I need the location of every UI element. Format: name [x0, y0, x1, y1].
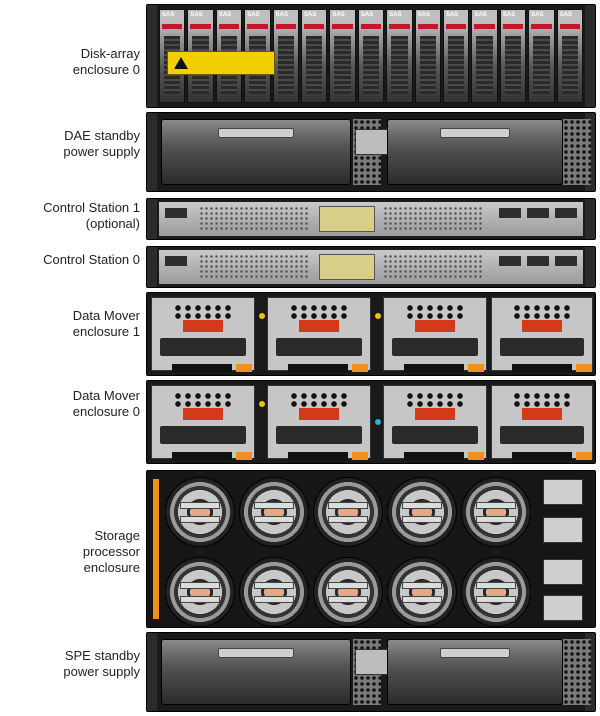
- fan-icon: [239, 557, 309, 627]
- storage-processor-enclosure: [146, 470, 596, 628]
- disk-slot: SAS: [357, 9, 385, 103]
- control-station-0: [146, 246, 596, 288]
- disk-label: SAS: [247, 12, 260, 18]
- label-dm1: Data Mover enclosure 1: [72, 308, 140, 339]
- power-supply-icon: [387, 119, 563, 185]
- fan-icon: [461, 557, 531, 627]
- disk-slot: SAS: [329, 9, 356, 103]
- fan-icon: [165, 557, 235, 627]
- power-supply-icon: [161, 639, 351, 705]
- disk-label: SAS: [417, 12, 430, 18]
- dae-standby-power-supply: [146, 112, 596, 192]
- disk-label: SAS: [162, 12, 175, 18]
- label-spe: Storage processor enclosure: [82, 528, 140, 575]
- disk-label: SAS: [332, 12, 345, 18]
- label-disk-array: Disk-array enclosure 0: [72, 46, 140, 77]
- fan-icon: [313, 557, 383, 627]
- disk-label: SAS: [531, 12, 544, 18]
- disk-label: SAS: [446, 12, 459, 18]
- disk-slot: SAS: [471, 9, 498, 103]
- disk-label: SAS: [218, 12, 232, 18]
- warning-icon: [167, 51, 275, 75]
- disk-label: SAS: [275, 12, 288, 18]
- fan-icon: [239, 477, 309, 547]
- disk-label: SAS: [360, 12, 374, 18]
- fan-icon: [461, 477, 531, 547]
- sp-fan-row-a: [163, 471, 535, 551]
- disk-slot: SAS: [499, 9, 527, 103]
- spe-standby-power-supply: [146, 632, 596, 712]
- fan-icon: [313, 477, 383, 547]
- sp-fan-row-b: [163, 551, 535, 627]
- disk-array-enclosure: SAS SAS SAS SAS SAS SAS SAS SAS SAS SAS SAS SAS SAS S…: [146, 4, 596, 108]
- label-dm0: Data Mover enclosure 0: [72, 388, 140, 419]
- disk-label: SAS: [190, 12, 203, 18]
- disk-label: SAS: [474, 12, 487, 18]
- disk-slot: SAS: [272, 9, 300, 103]
- disk-label: SAS: [304, 12, 317, 18]
- control-station-1: [146, 198, 596, 240]
- fan-icon: [387, 557, 457, 627]
- disk-label: SAS: [559, 12, 573, 18]
- data-mover-enclosure-1: [146, 292, 596, 376]
- label-dae-sps: DAE standby power supply: [63, 128, 140, 159]
- disk-slot: SAS: [556, 9, 584, 103]
- fan-icon: [165, 477, 235, 547]
- disk-slot: SAS: [386, 9, 413, 103]
- label-cs0: Control Station 0: [43, 252, 140, 267]
- disk-label: SAS: [389, 12, 402, 18]
- disk-label: SAS: [502, 12, 516, 18]
- data-mover-enclosure-0: [146, 380, 596, 464]
- disk-slot: SAS: [414, 9, 442, 103]
- power-supply-icon: [387, 639, 563, 705]
- power-supply-icon: [161, 119, 351, 185]
- disk-slot: SAS: [443, 9, 470, 103]
- disk-slot: SAS: [528, 9, 555, 103]
- disk-slot: SAS: [301, 9, 328, 103]
- label-spe-sps: SPE standby power supply: [63, 648, 140, 679]
- label-cs1: Control Station 1 (optional): [43, 200, 140, 231]
- fan-icon: [387, 477, 457, 547]
